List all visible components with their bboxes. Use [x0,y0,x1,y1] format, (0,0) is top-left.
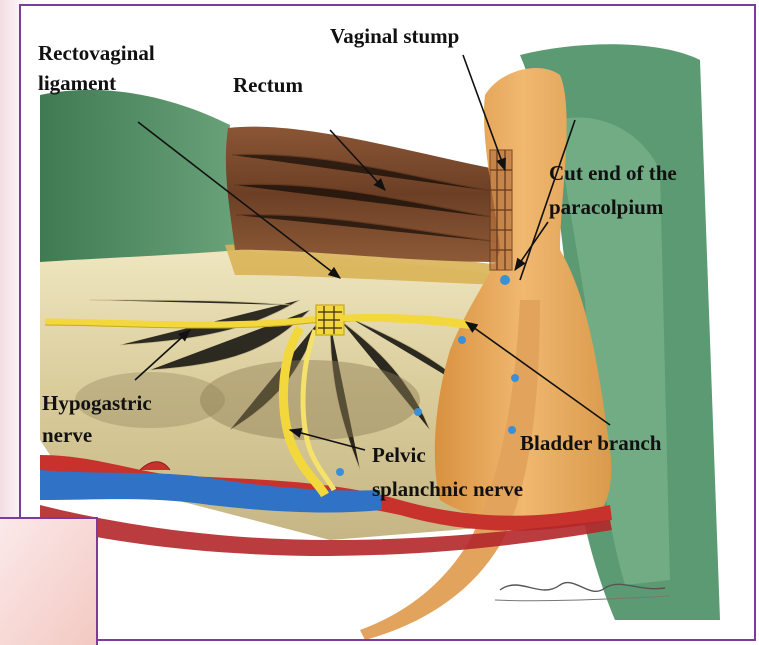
label-rectovaginal-line1: Rectovaginal [38,41,155,65]
nerve-plexus-sutures [316,305,344,335]
label-hypogastric-line2: nerve [42,423,92,447]
label-vaginal-stump: Vaginal stump [330,24,459,48]
paracolpium-clip [500,275,510,285]
label-cut-end-line2: paracolpium [549,195,664,219]
label-pelvic-line1: Pelvic [372,443,426,467]
label-bladder-branch: Bladder branch [520,431,662,455]
stump-sutures [490,150,512,270]
label-rectovaginal-line2: ligament [38,71,116,95]
illustration-frame [19,5,755,641]
label-pelvic-line2: splanchnic nerve [372,477,523,501]
label-cut-end-line1: Cut end of the [549,161,677,185]
label-rectum: Rectum [233,73,303,97]
corner-overlay-card [0,518,97,645]
label-hypogastric-line1: Hypogastric [42,391,152,415]
